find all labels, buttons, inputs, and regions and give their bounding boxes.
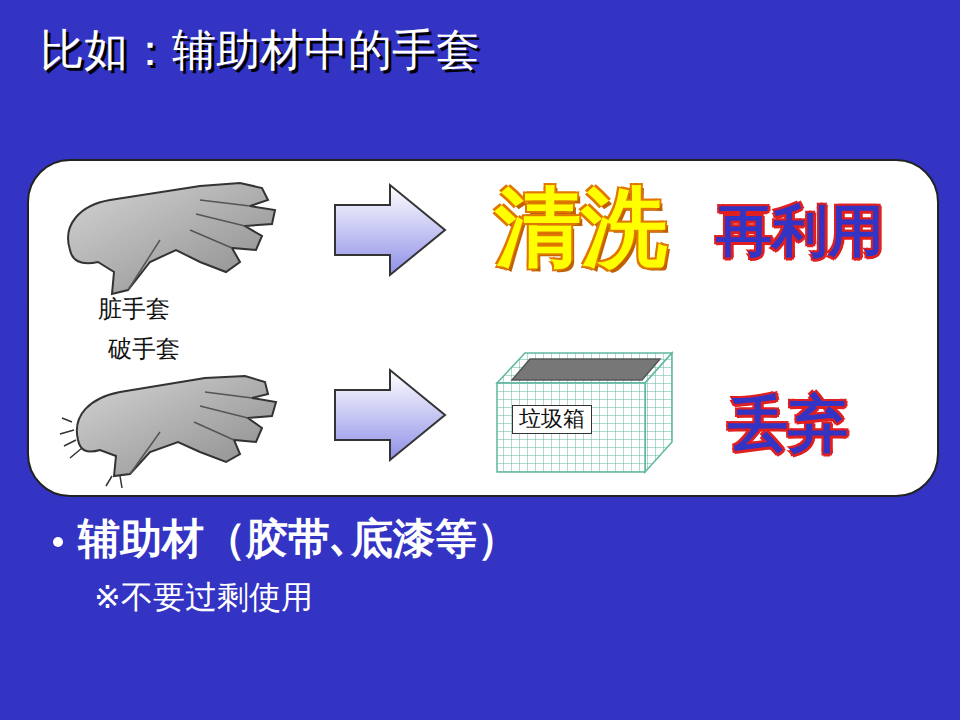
note-text: ※不要过剩使用 — [94, 580, 313, 615]
block-arrow — [335, 185, 445, 275]
content-panel — [28, 160, 938, 496]
action-word: 清洗 — [495, 180, 667, 275]
glove-label: 破手套 — [108, 336, 180, 362]
glove-label: 脏手套 — [98, 296, 170, 322]
bullet-dot — [53, 537, 63, 547]
result-word: 丢弃 — [728, 390, 848, 456]
result-word: 再利用 — [716, 200, 884, 262]
trash-label: 垃圾箱 — [519, 407, 585, 431]
dirty-glove — [68, 183, 275, 294]
bullet-text: 辅助材（胶带､底漆等） — [78, 516, 519, 562]
trash-label-box: 垃圾箱 — [512, 405, 592, 434]
torn-glove — [60, 376, 276, 488]
block-arrow — [335, 370, 445, 460]
trash-box — [497, 353, 672, 472]
slide-title: 比如：辅助材中的手套 — [40, 26, 480, 74]
